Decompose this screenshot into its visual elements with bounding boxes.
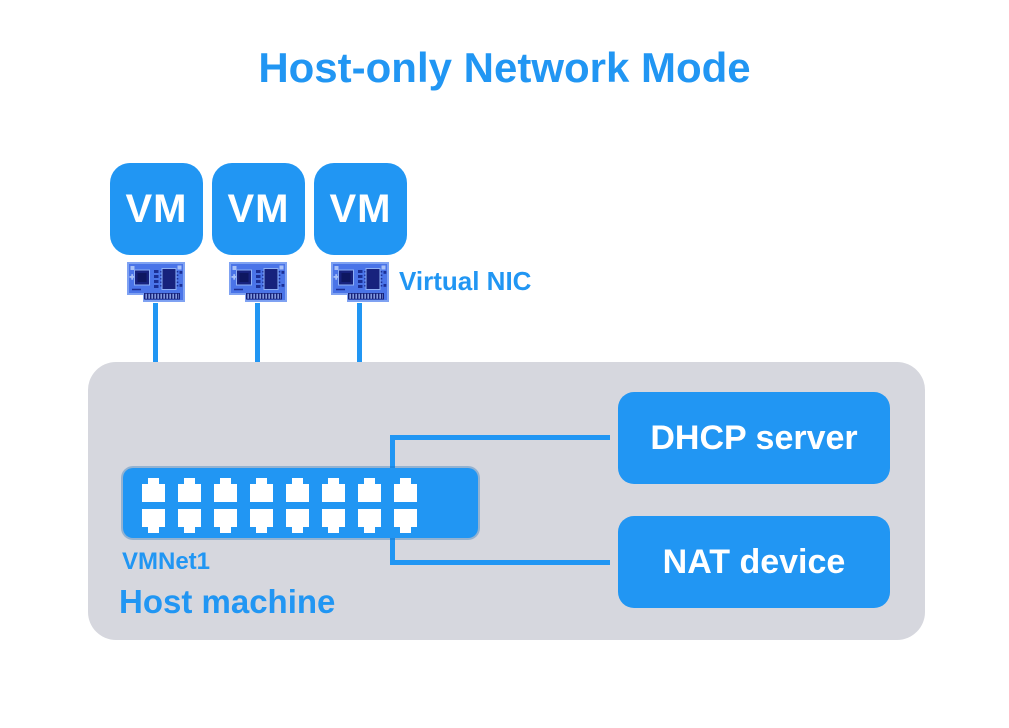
rj45-port-icon [142,478,165,502]
rj45-port-icon [322,509,345,533]
connector-line-switch-nat-horizontal [390,560,610,565]
dhcp-server-label: DHCP server [650,418,858,457]
rj45-port-icon [358,509,381,533]
switch-port-column [178,468,201,538]
rj45-port-icon [178,478,201,502]
vm-box: VM [212,163,305,255]
virtual-nic-card-icon [127,262,185,302]
virtual-nic-label: Virtual NIC [399,266,532,296]
switch-port-column [322,468,345,538]
switch-port-column [142,468,165,538]
switch-port-column [358,468,381,538]
rj45-port-icon [358,478,381,502]
vm-label: VM [227,186,290,231]
page-title: Host-only Network Mode [258,44,751,91]
connector-line-switch-nat-vertical [390,536,395,565]
connector-line-switch-dhcp-horizontal [390,435,610,440]
rj45-port-icon [250,509,273,533]
rj45-port-icon [394,478,417,502]
vmnet1-switch [123,468,478,538]
host-machine-label: Host machine [119,583,336,620]
virtual-nic-card-icon [331,262,389,302]
rj45-port-icon [214,478,237,502]
rj45-port-icon [286,509,309,533]
rj45-port-icon [214,509,237,533]
switch-port-column [214,468,237,538]
virtual-nic-card-icon [229,262,287,302]
dhcp-server-box: DHCP server [618,392,890,484]
rj45-port-icon [322,478,345,502]
connector-line-switch-dhcp-vertical [390,435,395,470]
nat-device-label: NAT device [662,542,846,581]
rj45-port-icon [178,509,201,533]
vm-box: VM [314,163,407,255]
switch-port-column [394,468,417,538]
vm-label: VM [329,186,392,231]
rj45-port-icon [250,478,273,502]
vmnet1-label: VMNet1 [122,548,211,575]
rj45-port-icon [286,478,309,502]
switch-port-column [286,468,309,538]
switch-port-column [250,468,273,538]
rj45-port-icon [142,509,165,533]
nat-device-box: NAT device [618,516,890,608]
rj45-port-icon [394,509,417,533]
vm-box: VM [110,163,203,255]
vm-label: VM [125,186,188,231]
